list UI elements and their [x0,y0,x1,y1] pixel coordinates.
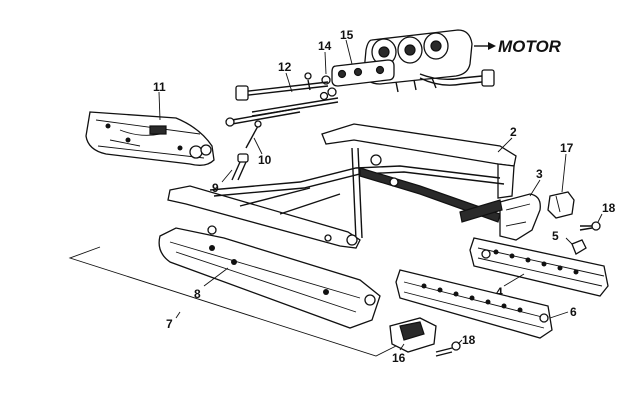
part-14-fasteners [319,75,337,101]
callout-4: 4 [496,285,503,299]
callout-5: 5 [552,229,559,243]
part-10-pin [245,120,262,149]
part-small-screw [304,72,312,91]
callout-11: 11 [153,80,166,94]
callout-9: 9 [212,181,219,195]
callout-14: 14 [318,39,332,53]
part-18-screw-lower [435,341,461,357]
leader-7 [175,311,181,319]
leader-14 [324,51,327,75]
part-18-screw-upper [579,221,601,231]
part-12-shafts [225,81,339,127]
leader-10 [253,137,263,155]
leader-8 [203,267,229,287]
callout-18-lower: 18 [462,333,476,347]
leader-9 [221,169,233,183]
callout-8: 8 [194,287,201,301]
callout-18-upper: 18 [602,201,616,215]
leader-11 [158,91,161,121]
leader-3 [529,179,541,197]
callout-17: 17 [560,141,574,155]
motor-label: MOTOR [498,37,562,56]
leader-18a [597,213,603,223]
part-16-latch [389,317,437,353]
leader-17 [561,153,567,193]
callout-12: 12 [278,60,292,74]
callout-3: 3 [536,167,543,181]
callout-16: 16 [392,351,406,365]
part-15-bracket [331,59,395,87]
callout-2: 2 [510,125,517,139]
leader-2 [497,137,513,153]
part-17-clip [547,191,575,219]
part-6-lower-track [395,269,553,339]
leader-15 [345,39,353,65]
part-2-seat-frame [167,123,517,249]
part-9-bolt [231,153,249,181]
leader-12 [285,72,293,93]
leader-4 [503,273,525,287]
part-8-side-cover [158,227,381,329]
leader-18b [457,339,463,345]
part-3-side-bracket [459,193,541,241]
callout-7: 7 [166,317,173,331]
leader-16 [399,343,405,351]
part-5-nut [565,237,587,255]
part-11-gearbox [85,111,215,166]
callout-15: 15 [340,28,354,42]
part-4-upper-track [469,237,609,297]
callout-6: 6 [570,305,577,319]
assembly-bracket-7 [68,246,397,357]
callout-10: 10 [258,153,272,167]
leader-6 [549,311,569,319]
